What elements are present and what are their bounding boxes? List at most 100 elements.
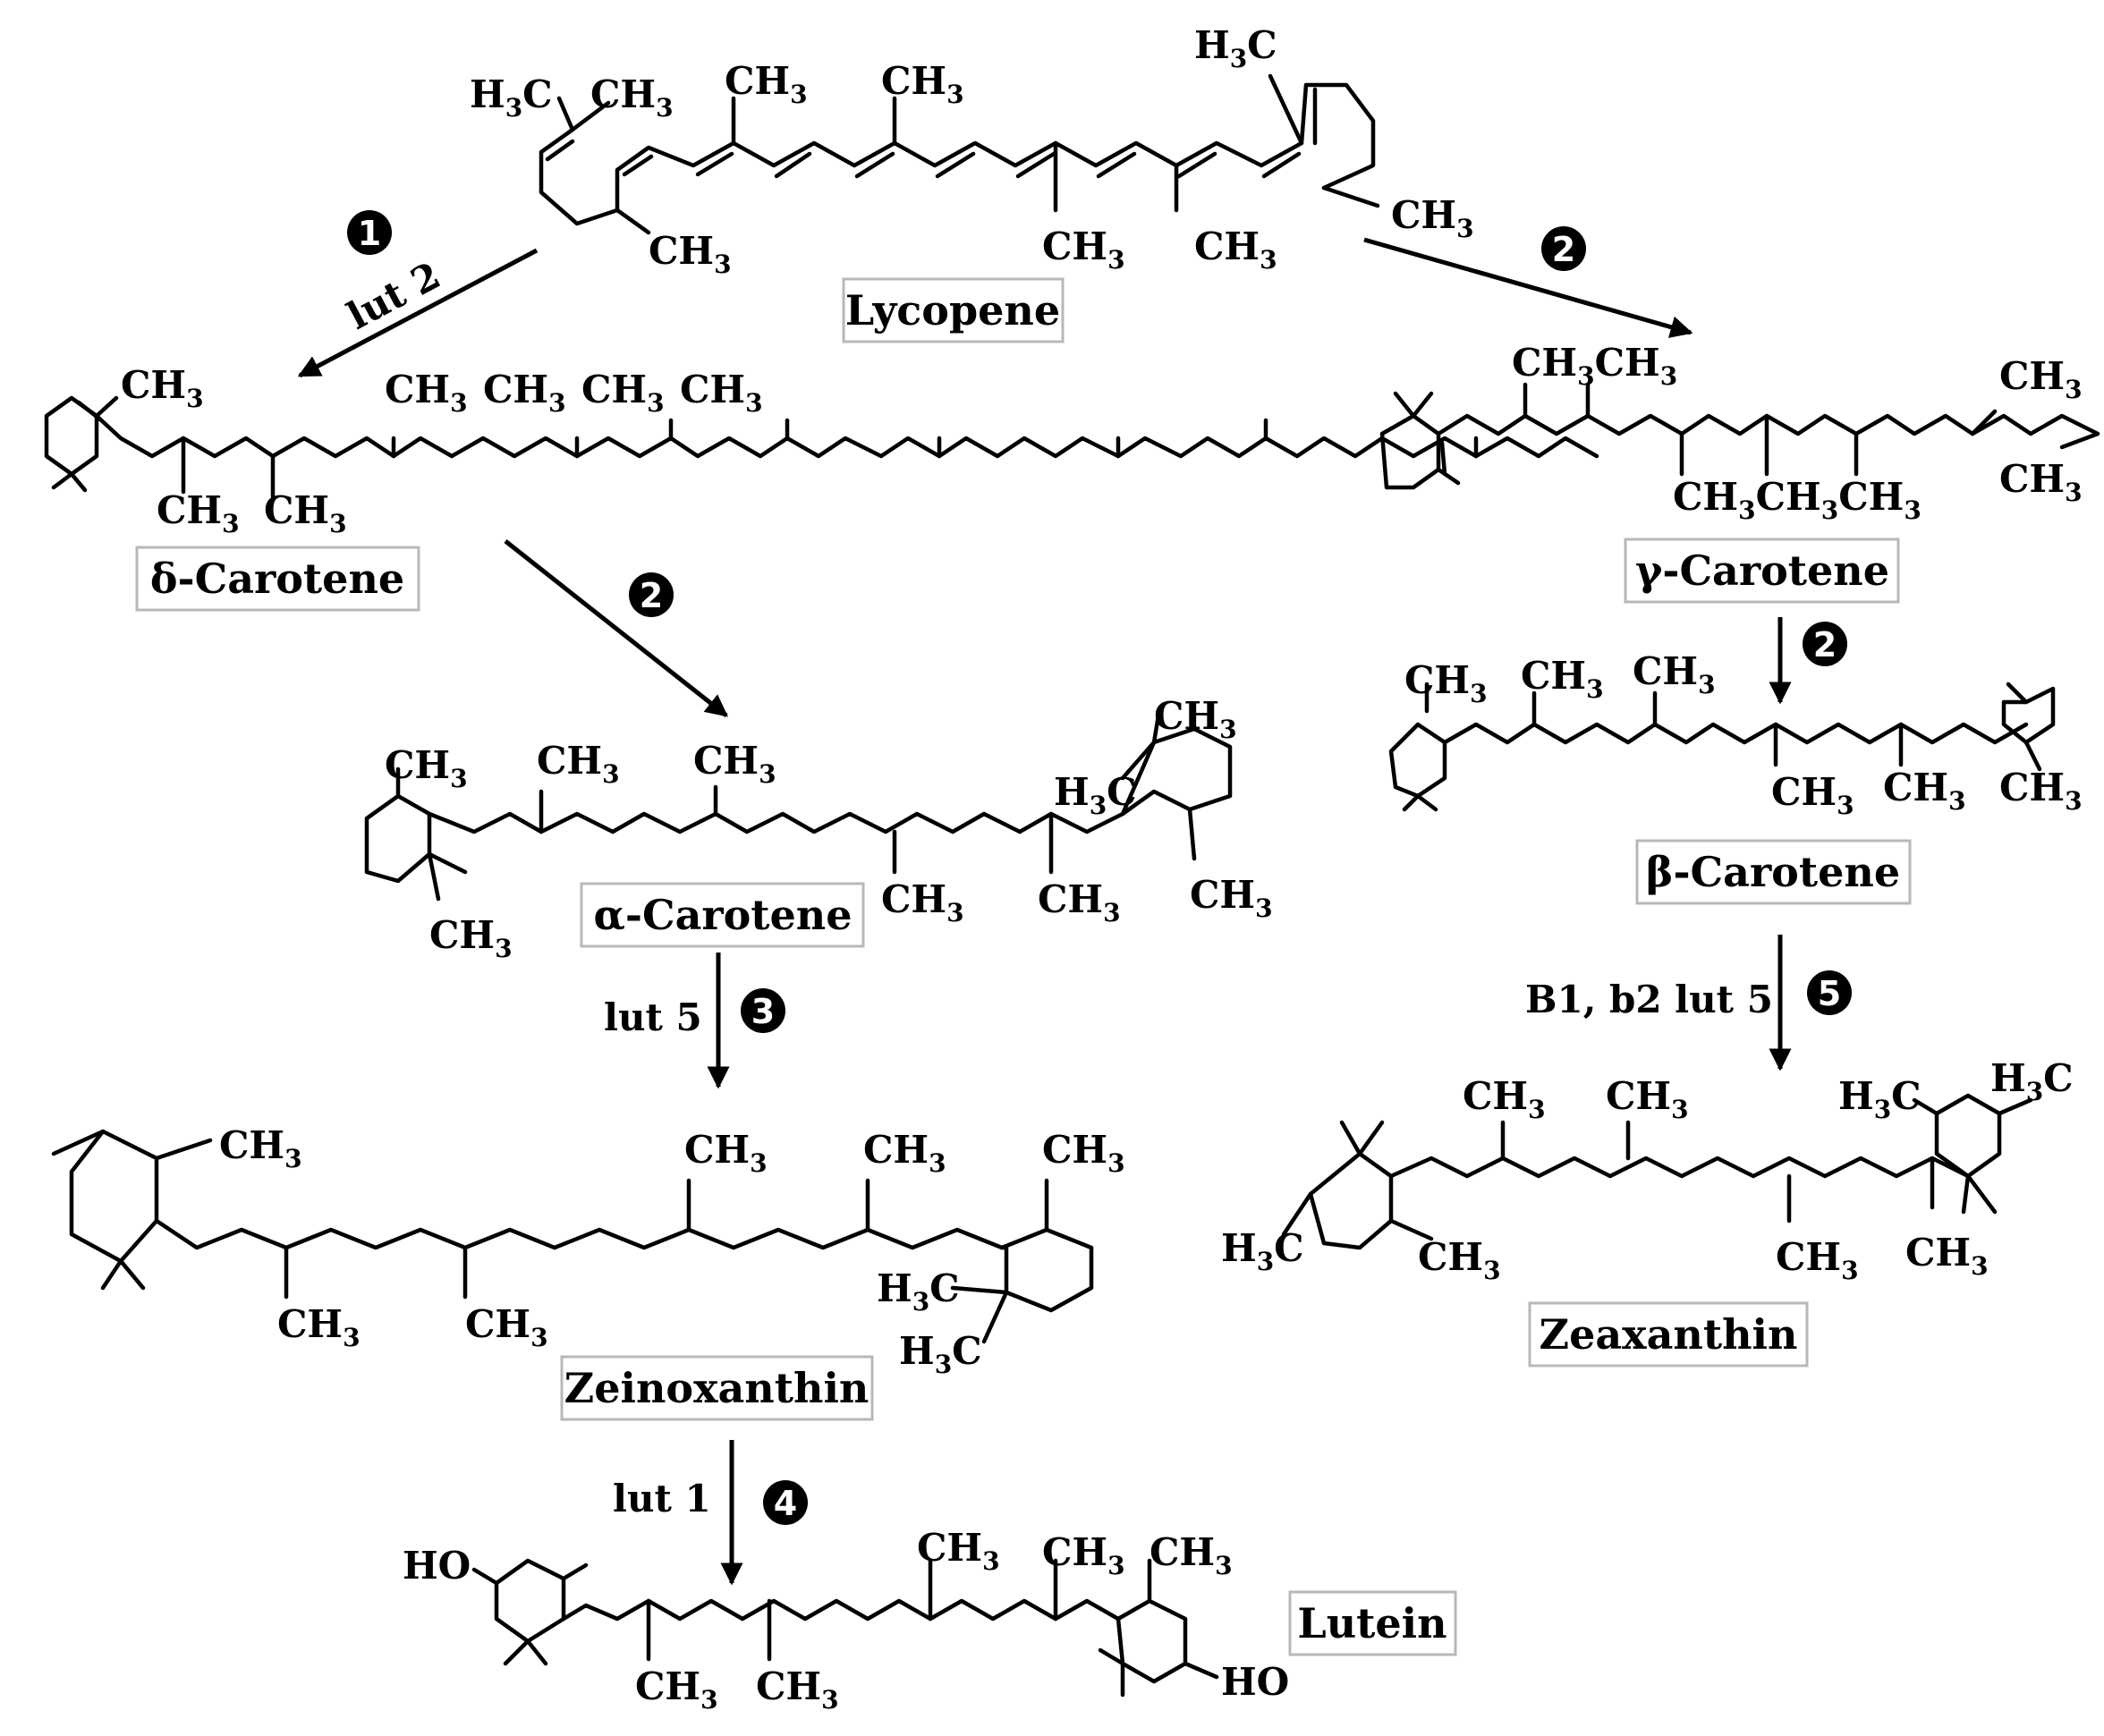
svg-text:CH3: CH3 <box>863 1128 946 1178</box>
svg-text:CH3: CH3 <box>649 229 732 279</box>
svg-text:H3C: H3C <box>1054 770 1137 820</box>
zeaxanthin-label: Zeaxanthin <box>1528 1301 1809 1368</box>
svg-text:CH3: CH3 <box>917 1526 1000 1576</box>
step-5-badge: 5 <box>1807 970 1852 1015</box>
step-3-badge: 3 <box>741 988 785 1033</box>
svg-text:CH3: CH3 <box>1999 354 2083 404</box>
lycopene-label: Lycopene <box>842 277 1065 343</box>
svg-text:CH3: CH3 <box>537 739 620 789</box>
arrow-step-2-alpha <box>504 539 728 717</box>
svg-text:2: 2 <box>1813 625 1837 665</box>
svg-text:CH3: CH3 <box>1042 1530 1125 1580</box>
delta-carotene-label: δ-Carotene <box>135 546 420 612</box>
svg-text:CH3: CH3 <box>590 72 674 123</box>
svg-text:CH3: CH3 <box>756 1664 839 1715</box>
svg-text:Zeaxanthin: Zeaxanthin <box>1540 1310 1798 1359</box>
lycopene-methyl-labels: H3C CH3 CH3 CH3 H3C CH3 CH3 CH3 CH3 <box>470 23 1474 279</box>
step-2-badge-gamma: 2 <box>1541 226 1586 271</box>
svg-text:δ-Carotene: δ-Carotene <box>150 555 404 603</box>
svg-text:CH3: CH3 <box>1999 766 2083 816</box>
alpha-carotene-structure <box>364 713 1233 902</box>
svg-text:H3C: H3C <box>899 1329 982 1379</box>
delta-carotene-structure <box>44 395 1599 499</box>
svg-text:CH3: CH3 <box>1154 694 1237 744</box>
beta-carotene-structure <box>1388 682 2056 812</box>
svg-text:H3C: H3C <box>1838 1074 1922 1124</box>
svg-text:CH3: CH3 <box>1633 649 1716 699</box>
svg-text:H3C: H3C <box>1221 1226 1304 1276</box>
svg-text:CH3: CH3 <box>881 59 964 109</box>
svg-text:H3C: H3C <box>1194 23 1277 73</box>
svg-text:γ-Carotene: γ-Carotene <box>1635 546 1889 595</box>
svg-text:CH3: CH3 <box>1463 1074 1546 1124</box>
lutein-structure <box>471 1558 1219 1698</box>
svg-text:CH3: CH3 <box>121 363 204 413</box>
svg-text:CH3: CH3 <box>157 488 240 538</box>
svg-text:CH3: CH3 <box>1521 654 1604 704</box>
svg-text:CH3: CH3 <box>429 913 513 963</box>
alpha-carotene-methyl-labels: CH3 CH3 CH3 CH3 H3C CH3 CH3 CH3 CH3 <box>385 694 1273 963</box>
svg-text:CH3: CH3 <box>635 1664 718 1715</box>
svg-text:CH3: CH3 <box>1404 658 1488 708</box>
svg-text:4: 4 <box>774 1484 797 1523</box>
lutein-label: Lutein <box>1288 1590 1457 1656</box>
step-4-badge: 4 <box>763 1480 808 1525</box>
svg-text:2: 2 <box>640 576 663 615</box>
gamma-carotene-methyl-labels: CH3CH3 CH3 CH3 CH3CH3CH3 <box>1512 341 2083 525</box>
gamma-carotene-label: γ-Carotene <box>1624 538 1900 604</box>
step-2-badge-beta: 2 <box>1803 622 1847 666</box>
svg-text:CH3: CH3 <box>385 743 468 793</box>
svg-text:H3C: H3C <box>877 1266 960 1317</box>
step-5-enzyme: B1, b2 lut 5 <box>1525 978 1773 1021</box>
svg-text:CH3: CH3 <box>581 368 665 418</box>
svg-text:CH3: CH3 <box>1190 873 1273 923</box>
svg-text:CH3: CH3 <box>1038 877 1121 927</box>
zeinoxanthin-label: Zeinoxanthin <box>560 1355 874 1421</box>
svg-text:CH3: CH3 <box>725 59 808 109</box>
svg-text:CH3: CH3 <box>1999 457 2083 507</box>
zeinoxanthin-structure <box>51 1129 1094 1344</box>
svg-text:CH3: CH3 <box>1606 1074 1689 1124</box>
step-2-badge-alpha: 2 <box>629 572 674 617</box>
step-3-enzyme: lut 5 <box>604 995 702 1039</box>
gamma-carotene-structure <box>1379 382 2100 490</box>
svg-text:3: 3 <box>751 992 775 1031</box>
svg-text:α-Carotene: α-Carotene <box>593 891 852 939</box>
svg-text:CH3: CH3 <box>1150 1530 1233 1580</box>
svg-text:CH3CH3CH3: CH3CH3CH3 <box>1673 475 1922 525</box>
svg-text:CH3: CH3 <box>483 368 566 418</box>
svg-text:CH3: CH3 <box>1905 1231 1989 1281</box>
step-1-badge: 1 <box>347 210 392 255</box>
svg-text:CH3: CH3 <box>1042 1128 1125 1178</box>
zeaxanthin-structure <box>1281 1093 2033 1250</box>
arrow-step-1 <box>297 248 539 378</box>
svg-text:CH3: CH3 <box>1776 1235 1859 1285</box>
svg-text:CH3CH3: CH3CH3 <box>1512 341 1677 391</box>
svg-text:CH3: CH3 <box>881 877 964 927</box>
alpha-carotene-label: α-Carotene <box>580 882 865 948</box>
svg-text:CH3: CH3 <box>680 368 763 418</box>
zeinoxanthin-methyl-labels: CH3 CH3 CH3 CH3 H3C H3C CH3 CH3 <box>219 1123 1125 1379</box>
svg-text:CH3: CH3 <box>1418 1235 1501 1285</box>
lycopene-structure <box>539 73 1380 235</box>
svg-text:β-Carotene: β-Carotene <box>1646 848 1900 896</box>
step-4-enzyme: lut 1 <box>613 1477 711 1520</box>
beta-carotene-methyl-labels: CH3 CH3 CH3 CH3 CH3 CH3 <box>1404 649 2083 820</box>
svg-text:CH3: CH3 <box>277 1302 361 1352</box>
svg-text:HO: HO <box>1221 1660 1289 1704</box>
svg-text:CH3: CH3 <box>264 488 347 538</box>
svg-text:CH3: CH3 <box>1042 224 1125 275</box>
svg-text:H3C: H3C <box>470 72 553 123</box>
svg-text:CH3: CH3 <box>1194 224 1277 275</box>
svg-text:HO: HO <box>403 1544 471 1588</box>
lutein-group-labels: HO CH3 CH3 CH3 CH3 CH3 HO <box>403 1526 1289 1715</box>
svg-text:2: 2 <box>1552 230 1575 269</box>
svg-text:CH3: CH3 <box>465 1302 548 1352</box>
svg-text:CH3: CH3 <box>385 368 468 418</box>
svg-text:CH3: CH3 <box>1771 770 1854 820</box>
svg-text:Lycopene: Lycopene <box>845 286 1060 334</box>
svg-text:CH3: CH3 <box>1883 766 1966 816</box>
delta-carotene-methyl-labels: CH3 CH3 CH3 CH3 CH3 CH3 CH3 <box>121 363 763 538</box>
svg-text:Lutein: Lutein <box>1297 1599 1446 1647</box>
